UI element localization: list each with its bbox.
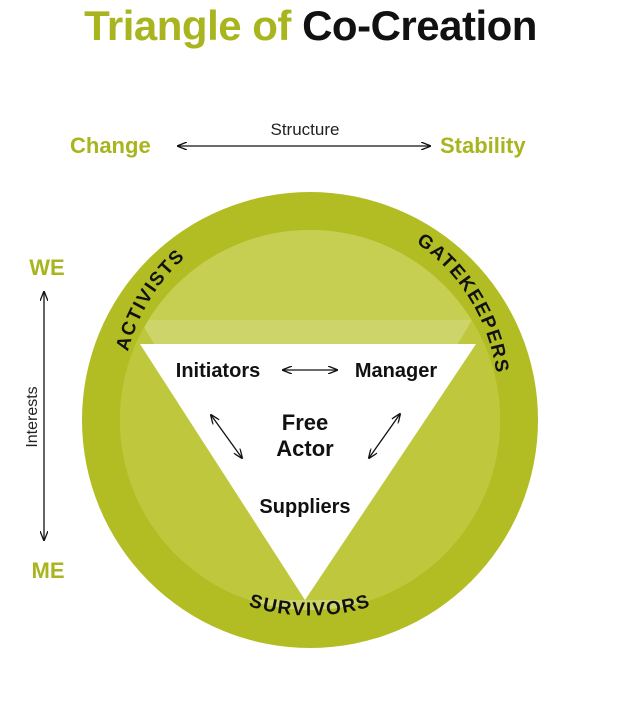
- triangle-actor-label: Actor: [276, 436, 334, 461]
- interests-axis-label: Interests: [24, 386, 41, 447]
- interests-bottom-label: ME: [32, 558, 65, 583]
- title-part-1: Triangle of: [84, 2, 291, 49]
- structure-right-label: Stability: [440, 133, 526, 158]
- structure-axis-label: Structure: [271, 120, 340, 139]
- triangle-free-label: Free: [282, 410, 328, 435]
- structure-left-label: Change: [70, 133, 151, 158]
- title-part-2: Co-Creation: [302, 2, 537, 49]
- triangle-manager-label: Manager: [355, 360, 437, 382]
- page-title: Triangle of Co-Creation: [0, 2, 621, 50]
- triangle-initiators-label: Initiators: [176, 360, 260, 382]
- co-creation-triangle: [140, 344, 476, 600]
- manager-suppliers-arrow: [369, 414, 400, 458]
- triangle-suppliers-label: Suppliers: [259, 496, 350, 518]
- initiators-suppliers-arrow: [211, 415, 242, 458]
- interests-top-label: WE: [29, 255, 64, 280]
